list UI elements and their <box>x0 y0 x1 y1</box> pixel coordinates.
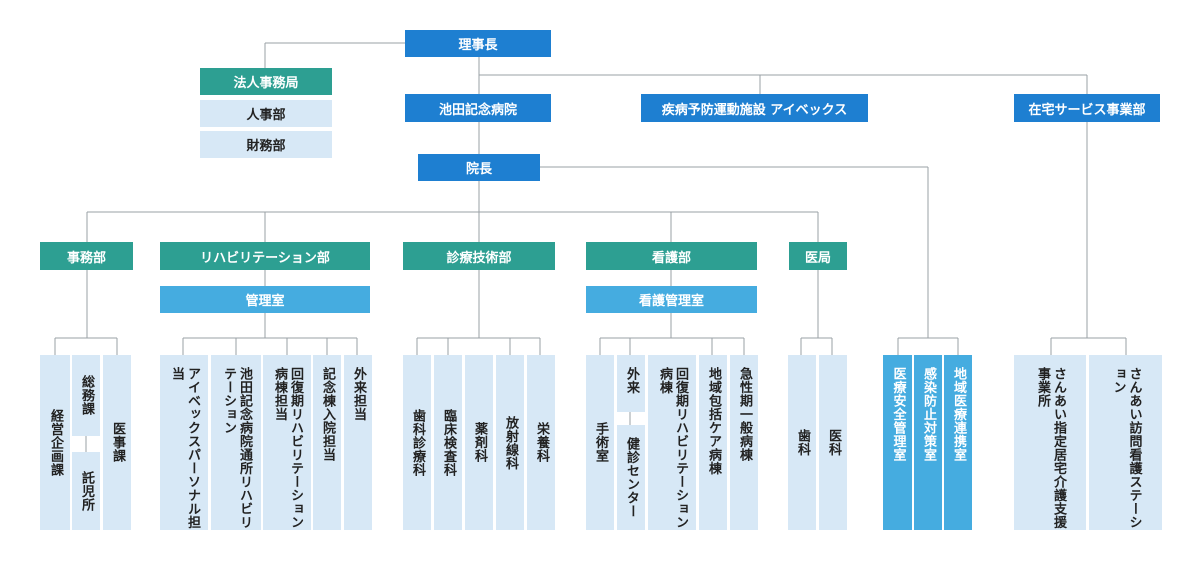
unit-outpatient: 外来担当 <box>344 355 372 530</box>
unit-recovery-nursing: 回復期リハビリテーション病棟 <box>648 355 696 530</box>
unit-surgery: 手術室 <box>586 355 614 530</box>
facility-box: 疾病予防運動施設 アイベックス <box>641 94 868 122</box>
unit-community-care: 地域包括ケア病棟 <box>699 355 727 530</box>
unit-personal: アイベックスパーソナル担当 <box>160 355 208 530</box>
unit-visiting-nursing: さんあい訪問看護ステーション <box>1089 355 1162 530</box>
unit-nutrition: 栄養科 <box>527 355 555 530</box>
unit-infection-control: 感染防止対策室 <box>914 355 942 530</box>
unit-inpatient: 記念棟入院担当 <box>313 355 341 530</box>
unit-general-affairs: 総務課 <box>72 355 100 436</box>
rehab-dept-box: リハビリテーション部 <box>160 242 370 270</box>
nursing-dept-box: 看護部 <box>586 242 757 270</box>
unit-pharmacy: 薬剤科 <box>465 355 493 530</box>
unit-outpatient-nursing: 外来 <box>617 355 645 412</box>
director-box: 院長 <box>418 154 540 181</box>
unit-dental-clinic: 歯科診療科 <box>403 355 431 530</box>
unit-medical-safety: 医療安全管理室 <box>883 355 912 530</box>
unit-recovery-ward: 回復期リハビリテーション病棟担当 <box>263 355 311 530</box>
unit-lab: 臨床検査科 <box>434 355 462 530</box>
nursing-mgmt-box: 看護管理室 <box>586 286 757 313</box>
unit-medicine: 医科 <box>819 355 847 530</box>
admin-dept-box: 事務部 <box>40 242 133 270</box>
unit-acute-ward: 急性期一般病棟 <box>730 355 758 530</box>
unit-medical-affairs: 医事課 <box>103 355 131 530</box>
rehab-mgmt-box: 管理室 <box>160 286 370 313</box>
hospital-box: 池田記念病院 <box>405 94 551 122</box>
unit-day-rehab: 池田記念病院通所リハビリテーション <box>211 355 261 530</box>
unit-radiology: 放射線科 <box>496 355 524 530</box>
unit-dentistry: 歯科 <box>788 355 816 530</box>
corp-office-box: 法人事務局 <box>200 68 332 95</box>
medical-dept-box: 医局 <box>789 242 847 270</box>
finance-box: 財務部 <box>200 131 332 158</box>
unit-care-support: さんあい指定居宅介護支援事業所 <box>1014 355 1086 530</box>
tech-dept-box: 診療技術部 <box>403 242 555 270</box>
unit-planning: 経営企画課 <box>40 355 70 530</box>
unit-regional-cooperation: 地域医療連携室 <box>944 355 972 530</box>
unit-daycare: 託児所 <box>72 452 100 530</box>
unit-checkup-center: 健診センター <box>617 425 645 530</box>
hr-box: 人事部 <box>200 100 332 127</box>
chairman-box: 理事長 <box>405 30 551 57</box>
homecare-box: 在宅サービス事業部 <box>1014 94 1160 122</box>
